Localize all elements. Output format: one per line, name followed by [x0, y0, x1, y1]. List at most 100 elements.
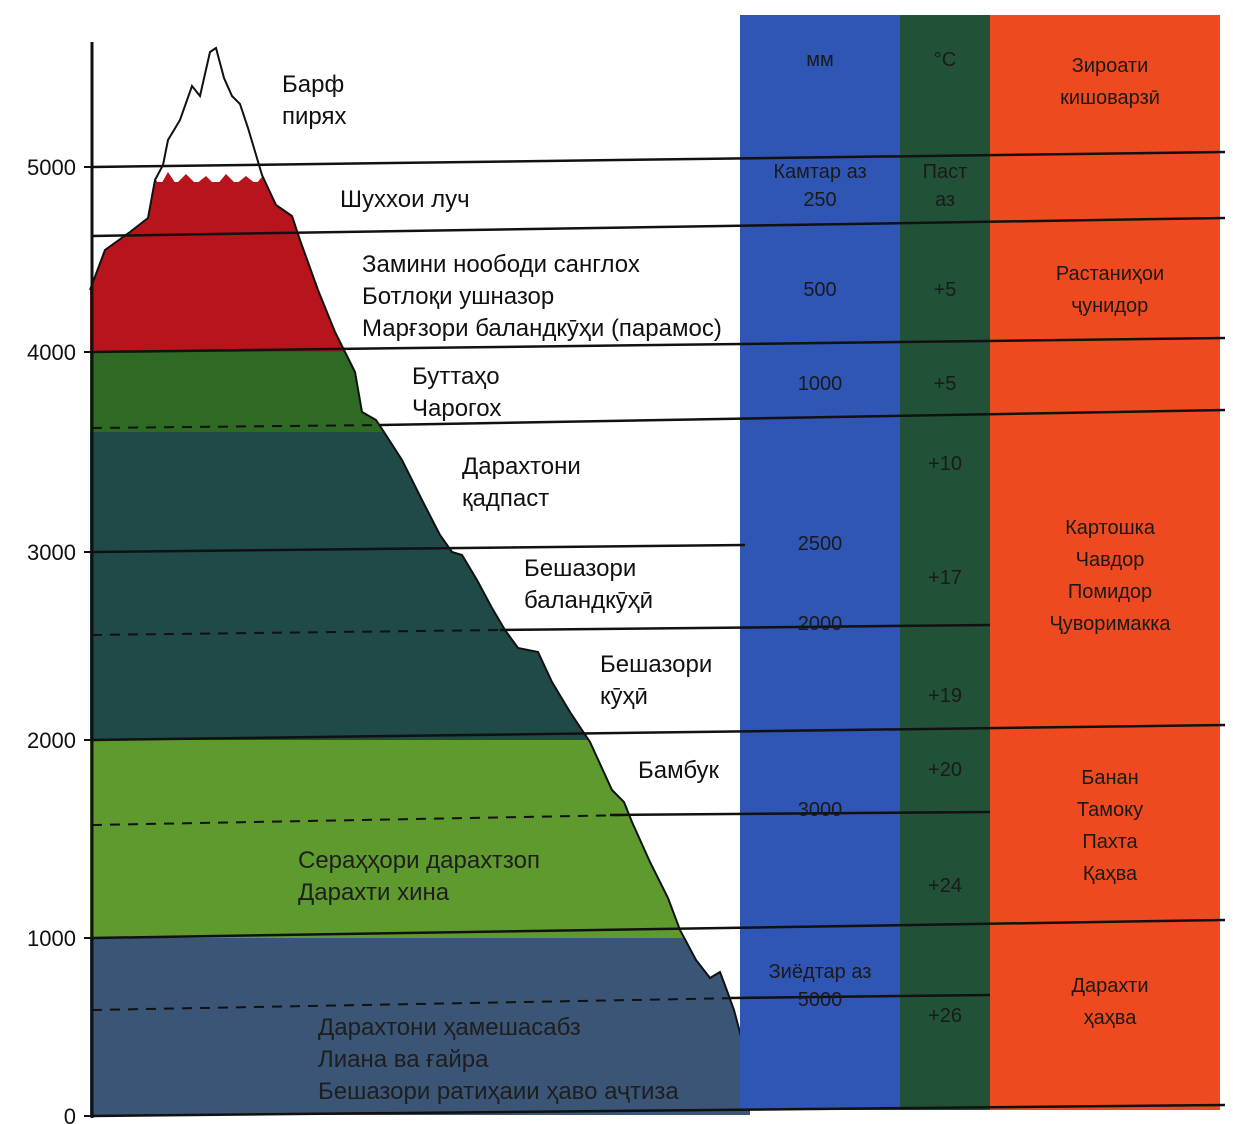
crop-label-line: Чавдор	[1076, 549, 1145, 571]
temp-value-line: +24	[928, 875, 962, 897]
crop-label-line: Қаҳва	[1083, 863, 1138, 885]
temp-value: +19	[928, 685, 962, 707]
y-axis-ticks: 0 1000 2000 3000 4000 5000	[27, 155, 100, 1124]
temp-value-line: +17	[928, 567, 962, 589]
crop-label-line: кишоварзӣ	[1060, 87, 1160, 109]
crop-label-line: Тамоку	[1077, 799, 1143, 821]
y-tick-label: 4000	[27, 340, 76, 365]
temp-header-line: °С	[934, 49, 956, 71]
temp-value: +5	[934, 279, 957, 301]
precip-header: мм	[806, 49, 834, 71]
dashed-line	[91, 629, 501, 636]
dashed-line	[91, 997, 741, 1011]
precip-value-line: 2500	[798, 533, 843, 555]
precip-value-line: 500	[803, 279, 836, 301]
crop-label-line: Помидор	[1068, 581, 1152, 603]
temp-value-line: +19	[928, 685, 962, 707]
temp-value-line: +5	[934, 279, 957, 301]
boundary-line	[91, 723, 1226, 742]
precip-value-line: 250	[803, 189, 836, 211]
zone-label: Шуххои луч	[340, 186, 470, 213]
precip-value-line: Зиёдтар аз	[769, 961, 872, 983]
crop-label-line: Зироати	[1072, 55, 1149, 77]
temp-value-line: +10	[928, 453, 962, 475]
precip-value-line: 2000	[798, 613, 843, 635]
y-tick-label: 0	[64, 1104, 76, 1124]
zone-label-line: баландкӯҳӣ	[524, 587, 653, 614]
mountain-layers	[90, 48, 750, 1115]
temp-value: +17	[928, 567, 962, 589]
zone-boundaries	[91, 150, 1226, 1118]
temp-value-line: +26	[928, 1005, 962, 1027]
zone-label-line: Лиана ва ғайра	[318, 1046, 489, 1073]
temp-value-line: аз	[935, 189, 955, 211]
boundary-line	[91, 543, 746, 554]
red-crest	[148, 172, 300, 215]
crop-label-line: Пахта	[1082, 831, 1138, 853]
temp-value: +26	[928, 1005, 962, 1027]
crop-label: Зироати кишоварзӣ	[1060, 55, 1160, 109]
crop-label-line: Дарахти	[1071, 975, 1148, 997]
crop-label-line: Растаниҳои	[1056, 263, 1164, 285]
zone-label-line: Марғзори баландкӯҳи (парамос)	[362, 315, 722, 342]
precip-value: 2500	[798, 533, 843, 555]
conifer-teal-layer	[90, 432, 750, 740]
zone-label: Бешазори кӯҳӣ	[600, 651, 712, 710]
temp-value: +5	[934, 373, 957, 395]
precip-value-line: 3000	[798, 799, 843, 821]
snow-layer	[90, 48, 750, 182]
precip-value: 500	[803, 279, 836, 301]
temp-value-line: +20	[928, 759, 962, 781]
temp-value-line: +5	[934, 373, 957, 395]
temp-value: +24	[928, 875, 962, 897]
zone-label: Барф пирях	[282, 71, 346, 130]
boundary-line	[91, 150, 1226, 169]
boundary-line	[91, 216, 1226, 238]
zone-label-line: пирях	[282, 103, 346, 130]
dashed-boundaries	[91, 424, 741, 1011]
zone-label-line: Дарахтони	[462, 453, 581, 480]
crop-label-line: Банан	[1081, 767, 1138, 789]
dashed-line	[91, 424, 381, 429]
precip-value-line: 1000	[798, 373, 843, 395]
crop-label-line: Ҷуворимакка	[1049, 613, 1171, 635]
zone-label-line: Бешазори ратиҳаии ҳаво аҷтиза	[318, 1078, 679, 1105]
boundary-line	[379, 408, 1226, 427]
zone-label-line: Ботлоқи ушназор	[362, 283, 554, 310]
y-tick-label: 5000	[27, 155, 76, 180]
boundary-line	[609, 810, 991, 817]
crop-label: Растаниҳои ҷунидор	[1056, 263, 1164, 317]
temp-value: +20	[928, 759, 962, 781]
zone-label-line: Сераҳҳори дарахтзоп	[298, 847, 540, 874]
zone-label-line: Бешазори	[600, 651, 712, 678]
mountain-outline	[89, 46, 751, 1071]
baseline	[91, 1103, 1226, 1118]
y-tick-label: 2000	[27, 728, 76, 753]
precip-header-line: мм	[806, 49, 834, 71]
zone-label-line: Шуххои луч	[340, 186, 470, 213]
temp-header: °С	[934, 49, 956, 71]
zone-label-line: кӯҳӣ	[600, 683, 648, 710]
y-tick-label: 3000	[27, 540, 76, 565]
base-slate-layer	[90, 938, 750, 1115]
precip-value: 2000	[798, 613, 843, 635]
temp-value-line: Паст	[923, 161, 968, 183]
crop-label-line: ҷунидор	[1072, 295, 1149, 317]
zone-label-line: Буттаҳо	[412, 363, 500, 390]
crops-column	[990, 15, 1220, 1110]
y-tick-label: 1000	[27, 926, 76, 951]
boundary-line	[91, 918, 1226, 940]
zone-label-line: Барф	[282, 71, 344, 98]
